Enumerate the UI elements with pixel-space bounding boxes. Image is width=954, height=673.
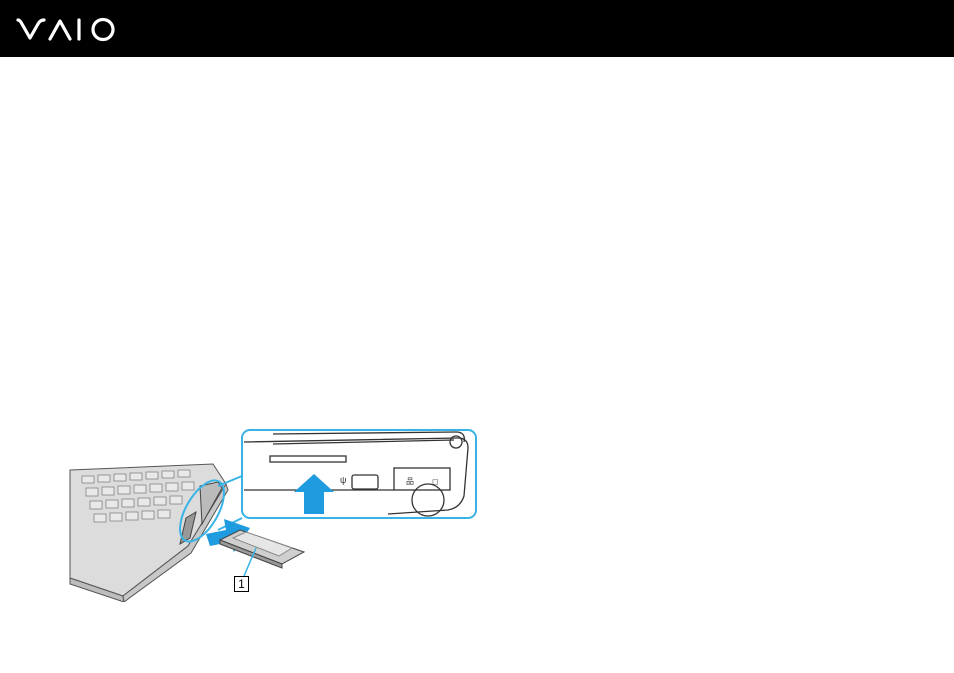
- usb-symbol: ψ: [340, 475, 346, 485]
- network-port-symbol: 品: [406, 477, 414, 486]
- expresscard-insertion-illustration: 品 ◻ ψ: [68, 426, 480, 602]
- modem-port-symbol: ◻: [432, 477, 439, 486]
- header-bar: [0, 0, 954, 57]
- vaio-logo: [16, 16, 120, 42]
- expresscard: [220, 530, 304, 568]
- callout-label: 1: [234, 576, 249, 592]
- inset-frame: [242, 430, 476, 518]
